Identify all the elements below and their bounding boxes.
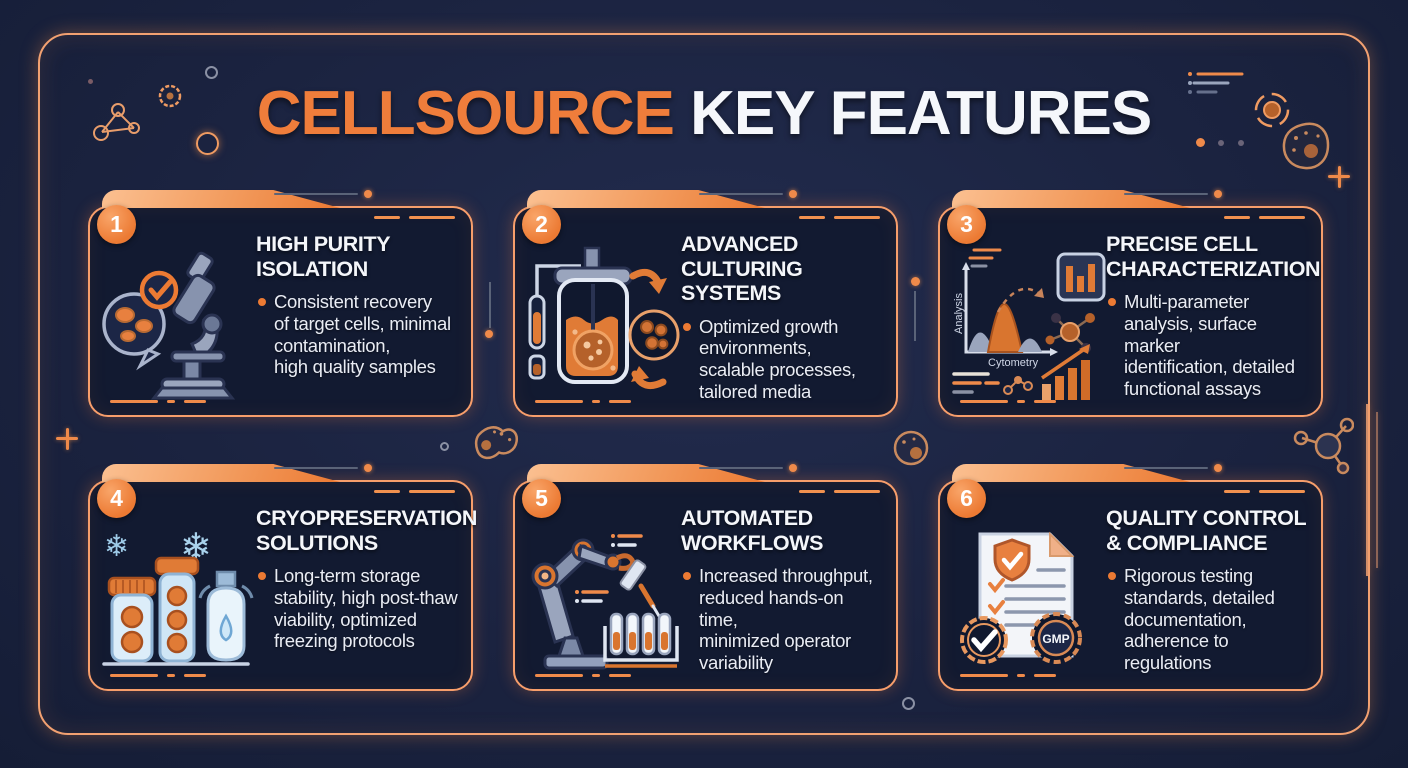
- feature-card-1: 1 HIGH PURITY ISOLATION: [88, 190, 473, 417]
- page-title: CELLSOURCE KEY FEATURES: [0, 78, 1408, 149]
- decorative-line: [1124, 193, 1208, 195]
- microscope-petri-icon: [96, 240, 256, 406]
- number-badge: 2: [522, 205, 561, 244]
- bullet-icon: [258, 298, 266, 306]
- decorative-line: [699, 467, 783, 469]
- target-cell-icon: [1254, 92, 1290, 128]
- decorative-dot: [364, 464, 372, 472]
- card-description: Multi-parameter analysis, surface marker…: [1124, 291, 1295, 400]
- dash-accent: [535, 400, 631, 403]
- bullet-icon: [1108, 298, 1116, 306]
- decorative-dot: [1196, 138, 1205, 147]
- robot-arm-icon: [521, 514, 681, 680]
- snowflake-icon: ❄: [104, 530, 129, 563]
- vertical-line-decoration: [1376, 412, 1378, 568]
- plus-icon: [1328, 166, 1350, 188]
- decorative-dot: [1214, 190, 1222, 198]
- decorative-dot: [789, 190, 797, 198]
- ring-decoration: [902, 697, 915, 710]
- decorative-dot: [1218, 140, 1224, 146]
- feature-card-6: 6 GMP QUALITY CONTROL & COMPLIAN: [938, 464, 1323, 691]
- decorative-dot: [485, 330, 493, 338]
- decorative-dot: [364, 190, 372, 198]
- feature-card-5: 5: [513, 464, 898, 691]
- number-badge: 3: [947, 205, 986, 244]
- feature-card-3: 3 Analysis Cytometry: [938, 190, 1323, 417]
- card-title: PRECISE CELL CHARACTERIZATION: [1106, 232, 1321, 281]
- ring-decoration: [196, 132, 219, 155]
- dash-accent: [799, 216, 880, 219]
- vertical-dash-decoration: [489, 282, 491, 328]
- icon-y-axis-label: Analysis: [953, 293, 965, 334]
- decorative-line: [274, 467, 358, 469]
- dash-accent: [960, 400, 1056, 403]
- number-badge: 1: [97, 205, 136, 244]
- icon-x-axis-label: Cytometry: [988, 357, 1039, 369]
- decorative-dot: [911, 277, 920, 286]
- decorative-dot: [789, 464, 797, 472]
- card-title: QUALITY CONTROL & COMPLIANCE: [1106, 506, 1307, 555]
- decorative-dot: [1238, 140, 1244, 146]
- number-badge: 4: [97, 479, 136, 518]
- gmp-badge-label: GMP: [1042, 632, 1069, 646]
- cell-blob-icon: [1282, 122, 1330, 170]
- vertical-dash-decoration: [914, 291, 916, 341]
- dash-accent: [1224, 216, 1305, 219]
- number-badge: 6: [947, 479, 986, 518]
- dash-accent: [110, 674, 206, 677]
- card-title: HIGH PURITY ISOLATION: [256, 232, 391, 281]
- outer-frame: [38, 33, 1370, 735]
- cytometry-chart-icon: Analysis Cytometry: [946, 240, 1106, 406]
- decorative-line: [699, 193, 783, 195]
- list-lines-icon: [1188, 72, 1244, 94]
- cryo-vials-icon: ❄ ❄ ✦ ✦: [96, 514, 256, 680]
- molecule-triangle-icon: [93, 103, 140, 141]
- bullet-icon: [258, 572, 266, 580]
- vertical-line-decoration: [1366, 404, 1368, 576]
- document-shield-icon: GMP: [946, 514, 1106, 680]
- ring-decoration: [440, 442, 449, 451]
- brand-name: CELLSOURCE: [256, 79, 675, 148]
- card-description: Rigorous testing standards, detailed doc…: [1124, 565, 1275, 674]
- bullet-icon: [683, 572, 691, 580]
- dash-accent: [110, 400, 206, 403]
- bullet-icon: [1108, 572, 1116, 580]
- decorative-dot: [1214, 464, 1222, 472]
- dash-accent: [799, 490, 880, 493]
- decorative-line: [274, 193, 358, 195]
- dash-accent: [374, 216, 455, 219]
- dash-accent: [374, 490, 455, 493]
- feature-card-4: 4 ❄ ❄ ✦ ✦ CRYOPRESERVATION SOLUTIONS: [88, 464, 477, 691]
- number-badge: 5: [522, 479, 561, 518]
- decorative-line: [1124, 467, 1208, 469]
- card-description: Optimized growth environments, scalable …: [699, 315, 856, 402]
- small-cell-icon: [158, 84, 182, 108]
- card-title: CRYOPRESERVATION SOLUTIONS: [256, 506, 477, 555]
- dash-accent: [1224, 490, 1305, 493]
- dash-accent: [960, 674, 1056, 677]
- card-title: AUTOMATED WORKFLOWS: [681, 506, 824, 555]
- molecule-icon: [1293, 417, 1354, 475]
- card-description: Increased throughput, reduced hands-on t…: [699, 565, 873, 674]
- title-rest: KEY FEATURES: [673, 79, 1152, 148]
- dividing-cell-icon: [474, 426, 518, 460]
- card-title: ADVANCED CULTURING SYSTEMS: [681, 232, 803, 305]
- feature-card-2: 2 ADVANCED CU: [513, 190, 898, 417]
- plus-icon: [56, 428, 78, 450]
- decorative-dot: [88, 79, 93, 84]
- ring-decoration: [205, 66, 218, 79]
- card-description: Long-term storage stability, high post-t…: [274, 565, 458, 652]
- dash-accent: [535, 674, 631, 677]
- small-cell-icon: [893, 430, 929, 466]
- card-description: Consistent recovery of target cells, min…: [274, 291, 451, 378]
- bioreactor-icon: [521, 240, 681, 406]
- bullet-icon: [683, 322, 691, 331]
